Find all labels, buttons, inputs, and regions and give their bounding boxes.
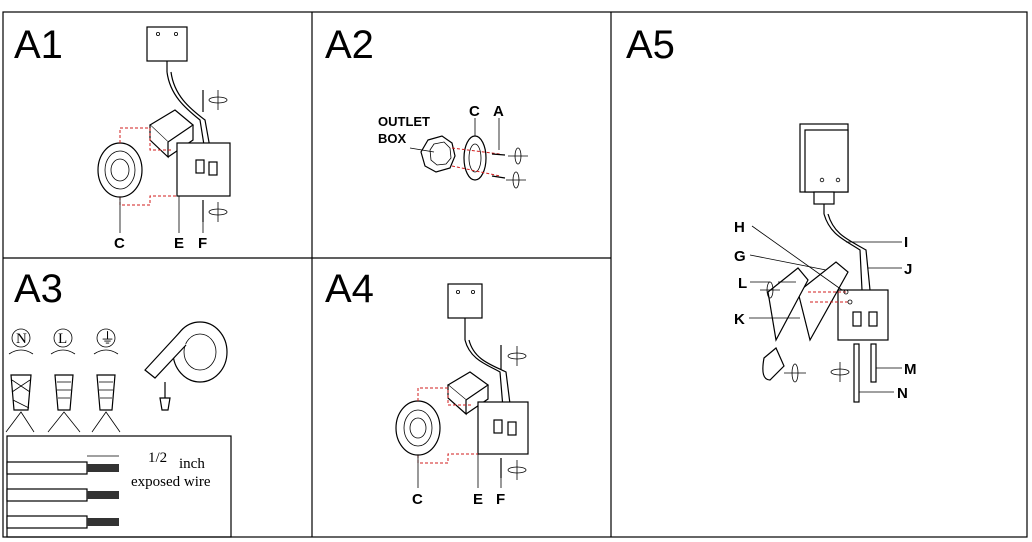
panel-a4-title: A4: [325, 267, 374, 311]
live-symbol: L: [58, 331, 67, 347]
label-f: F: [198, 235, 207, 252]
label-h: H: [734, 219, 745, 236]
label-c: C: [114, 235, 125, 252]
panel-grid: [2, 11, 1028, 538]
panel-a5: A5 H: [626, 23, 917, 403]
label-e: E: [473, 491, 483, 508]
neutral-symbol: N: [16, 331, 27, 347]
outlet-box-label-line1: OUTLET: [378, 114, 430, 129]
label-k: K: [734, 311, 745, 328]
strip-fraction: 1/2: [148, 450, 167, 466]
label-g: G: [734, 248, 746, 265]
panel-a4: A4 C E F: [325, 267, 529, 508]
strip-unit: inch: [179, 456, 205, 472]
panel-a1: A1 C E F: [14, 23, 231, 252]
label-m: M: [904, 361, 917, 378]
label-e: E: [174, 235, 184, 252]
label-i: I: [904, 234, 908, 251]
panel-a2: A2 OUTLET BOX C A: [325, 23, 528, 189]
strip-caption: exposed wire: [131, 474, 211, 490]
label-c: C: [469, 103, 480, 120]
panel-a3: A3 N L ⏚ 1/2 inch exposed wire: [5, 267, 232, 538]
ground-symbol: ⏚: [100, 330, 115, 347]
panel-a1-title: A1: [14, 23, 63, 67]
panel-a5-title: A5: [626, 23, 675, 67]
label-c: C: [412, 491, 423, 508]
panel-a3-title: A3: [14, 267, 63, 311]
label-a: A: [493, 103, 504, 120]
label-j: J: [904, 261, 912, 278]
label-f: F: [496, 491, 505, 508]
outlet-box-label-line2: BOX: [378, 131, 407, 146]
label-n: N: [897, 385, 908, 402]
label-l: L: [738, 275, 747, 292]
panel-a2-title: A2: [325, 23, 374, 67]
